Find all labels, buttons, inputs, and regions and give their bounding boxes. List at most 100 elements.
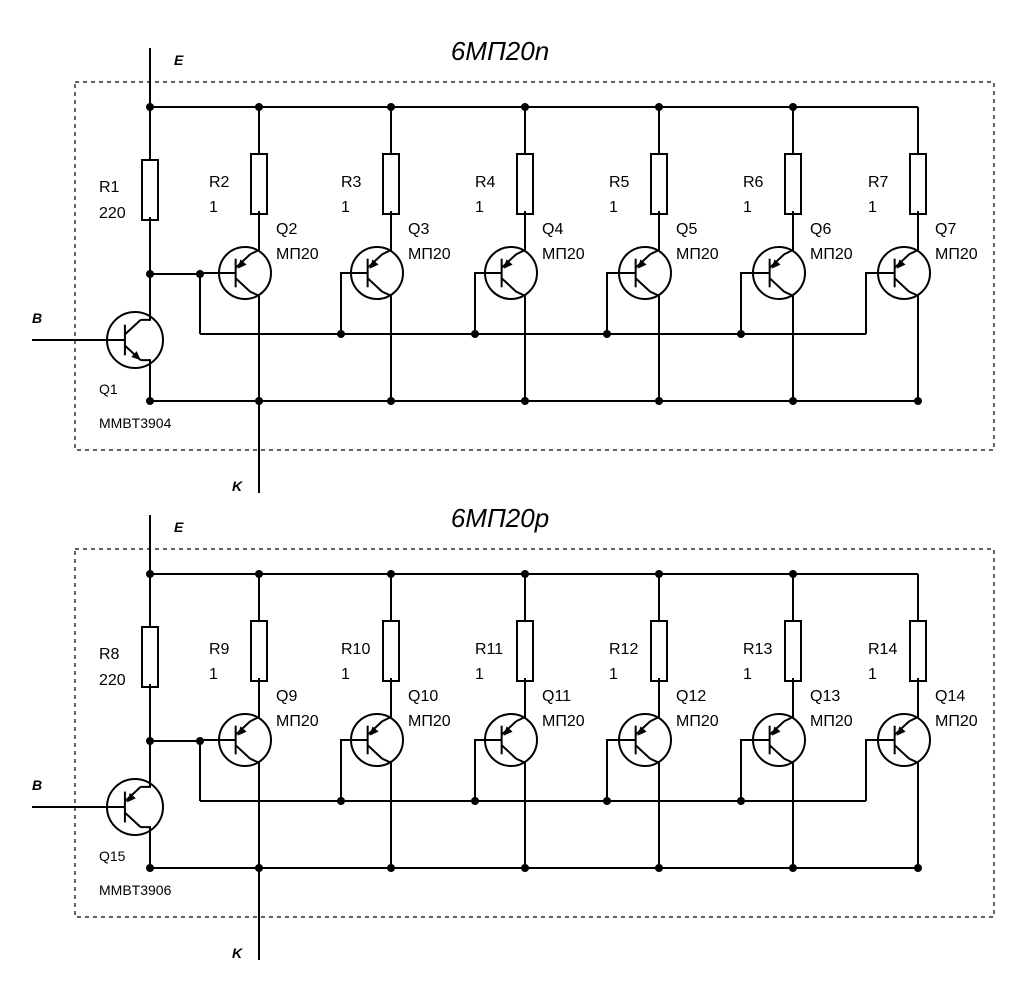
terminal-b-label: B [32, 310, 42, 326]
cell-collector-wire [249, 757, 260, 868]
emitter-arrow [771, 259, 781, 269]
transistor-part: МП20 [810, 246, 853, 263]
cell-collector-wire [649, 290, 660, 401]
junction-dot [255, 864, 263, 872]
cell-base-wire [474, 739, 485, 801]
terminal-b-label: B [32, 777, 42, 793]
junction-dot [789, 103, 797, 111]
junction-dot [789, 864, 797, 872]
cell-base-wire [606, 739, 619, 801]
transistor-symbol [484, 713, 538, 767]
resistor-value: 1 [868, 199, 877, 216]
resistor-value: 1 [209, 199, 218, 216]
cell-collector-wire [515, 757, 526, 868]
driver-top-wire [140, 741, 151, 788]
transistor-ref: Q7 [935, 221, 956, 238]
junction-dot [737, 330, 745, 338]
junction-dot [387, 397, 395, 405]
bottom-leg [124, 811, 142, 828]
junction-dot [603, 330, 611, 338]
junction-dot [146, 864, 154, 872]
emitter-arrow [503, 259, 513, 269]
junction-dot [387, 864, 395, 872]
cell-emitter-wire [908, 707, 919, 723]
resistor-ref: R10 [341, 641, 370, 658]
resistor-value: 1 [341, 666, 350, 683]
transistor-part: МП20 [810, 713, 853, 730]
bottom-leg [768, 744, 785, 760]
cell-collector-wire [783, 757, 794, 868]
transistor-part: МП20 [935, 713, 978, 730]
transistor-symbol [877, 246, 931, 300]
transistor-part: МП20 [408, 246, 451, 263]
resistor-ref: R5 [609, 174, 630, 191]
junction-dot [337, 797, 345, 805]
resistor-value: 1 [743, 199, 752, 216]
junction-dot [146, 397, 154, 405]
module-outline [74, 548, 995, 918]
cell-collector-wire [649, 757, 660, 868]
resistor-ref: R4 [475, 174, 496, 191]
cell-collector-wire [249, 290, 260, 401]
top-leg [768, 253, 785, 269]
top-leg [366, 720, 383, 736]
transistor-symbol [106, 778, 164, 836]
top-leg [634, 253, 651, 269]
transistor-part: МП20 [542, 246, 585, 263]
junction-dot [146, 270, 154, 278]
cell-base-wire [474, 272, 485, 334]
top-leg [234, 253, 251, 269]
resistor-ref: R11 [475, 641, 503, 658]
resistor-symbol [784, 153, 802, 215]
resistor-symbol [141, 626, 159, 688]
junction-dot [387, 103, 395, 111]
transistor-ref: Q2 [276, 221, 297, 238]
resistor-symbol [909, 620, 927, 682]
junction-dot [255, 570, 263, 578]
resistor-symbol [250, 620, 268, 682]
junction-dot [789, 570, 797, 578]
circuit-1: 6МП20nEBKR1220Q1MMBT3904R21Q2МП20R31Q3МП… [32, 36, 995, 494]
emitter-arrow [637, 726, 647, 736]
cell-base-wire [199, 739, 219, 801]
cell-emitter-wire [783, 707, 794, 723]
emitter-arrow [369, 726, 379, 736]
emitter-arrow [896, 726, 906, 736]
resistor-symbol [250, 153, 268, 215]
resistor-value: 1 [868, 666, 877, 683]
emitter-arrow [237, 726, 247, 736]
circuit-title: 6МП20p [451, 503, 549, 533]
transistor-ref: Q11 [542, 688, 571, 705]
top-leg [124, 786, 142, 803]
cell-emitter-wire [515, 707, 526, 723]
driver-bottom-wire [140, 826, 151, 868]
terminal-k-label: K [232, 478, 243, 494]
driver-part: MMBT3904 [99, 415, 172, 431]
resistor-symbol [382, 620, 400, 682]
resistor-ref: R2 [209, 174, 230, 191]
transistor-ref: Q10 [408, 688, 438, 705]
resistor-value: 1 [475, 199, 484, 216]
transistor-ref: Q6 [810, 221, 831, 238]
emitter-arrow [896, 259, 906, 269]
driver-bottom-wire [140, 359, 151, 401]
cell-collector-wire [381, 290, 392, 401]
emitter-arrow [237, 259, 247, 269]
resistor-symbol [784, 620, 802, 682]
junction-dot [603, 797, 611, 805]
resistor-ref: R14 [868, 641, 897, 658]
top-leg [893, 720, 910, 736]
resistor-ref: R12 [609, 641, 638, 658]
junction-dot [789, 397, 797, 405]
junction-dot [655, 103, 663, 111]
cell-base-wire [340, 272, 351, 334]
bottom-leg [634, 277, 651, 293]
junction-dot [737, 797, 745, 805]
resistor-value: 1 [609, 666, 618, 683]
cell-emitter-wire [515, 240, 526, 256]
